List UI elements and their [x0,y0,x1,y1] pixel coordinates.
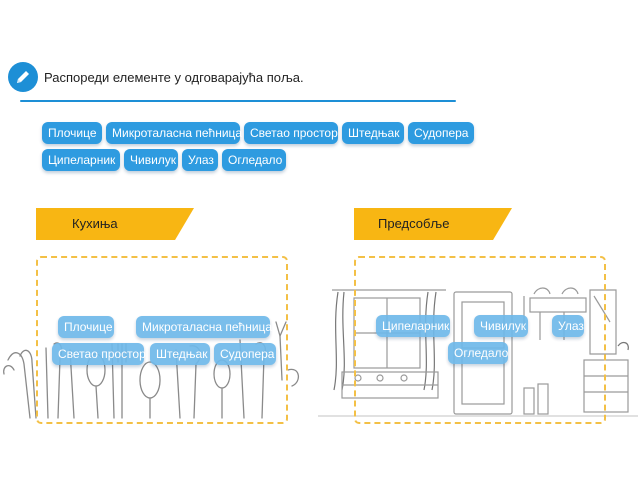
pool-chip-microwave[interactable]: Микроталасна пећница [106,122,242,144]
kitchen-title: Кухиња [72,216,118,231]
pool-chip-tiles[interactable]: Плочице [42,122,102,144]
hallway-chip-mirror[interactable]: Огледало [448,342,508,364]
instruction-header: Распореди елементе у одговарајућа поља. [8,62,456,104]
kitchen-chip-stove[interactable]: Штедњак [150,343,210,365]
hallway-drop-zone[interactable] [354,256,606,424]
pool-chip-bright-space[interactable]: Светао простор [244,122,338,144]
kitchen-chip-bright-space[interactable]: Светао простор [52,343,146,365]
pool-chip-mirror[interactable]: Огледало [222,149,286,171]
hallway-chip-entrance[interactable]: Улаз [552,315,584,337]
hallway-title: Предсобље [378,216,450,231]
hallway-banner: Предсобље [354,208,512,240]
kitchen-chip-microwave[interactable]: Микроталасна пећница [136,316,272,338]
pool-chip-stove[interactable]: Штедњак [342,122,404,144]
kitchen-chip-sink[interactable]: Судопера [214,343,276,365]
kitchen-chip-tiles[interactable]: Плочице [58,316,114,338]
pool-chip-sink[interactable]: Судопера [408,122,474,144]
pool-chip-shoe-rack[interactable]: Ципеларник [42,149,120,171]
pencil-icon [8,62,38,92]
hallway-chip-coat-hanger[interactable]: Чивилук [474,315,528,337]
hallway-chip-shoe-rack[interactable]: Ципеларник [376,315,450,337]
kitchen-banner: Кухиња [36,208,194,240]
pool-chip-entrance[interactable]: Улаз [182,149,218,171]
kitchen-drop-zone[interactable] [36,256,288,424]
pool-chip-coat-hanger[interactable]: Чивилук [124,149,178,171]
instruction-text: Распореди елементе у одговарајућа поља. [44,70,304,85]
header-underline [20,100,456,102]
